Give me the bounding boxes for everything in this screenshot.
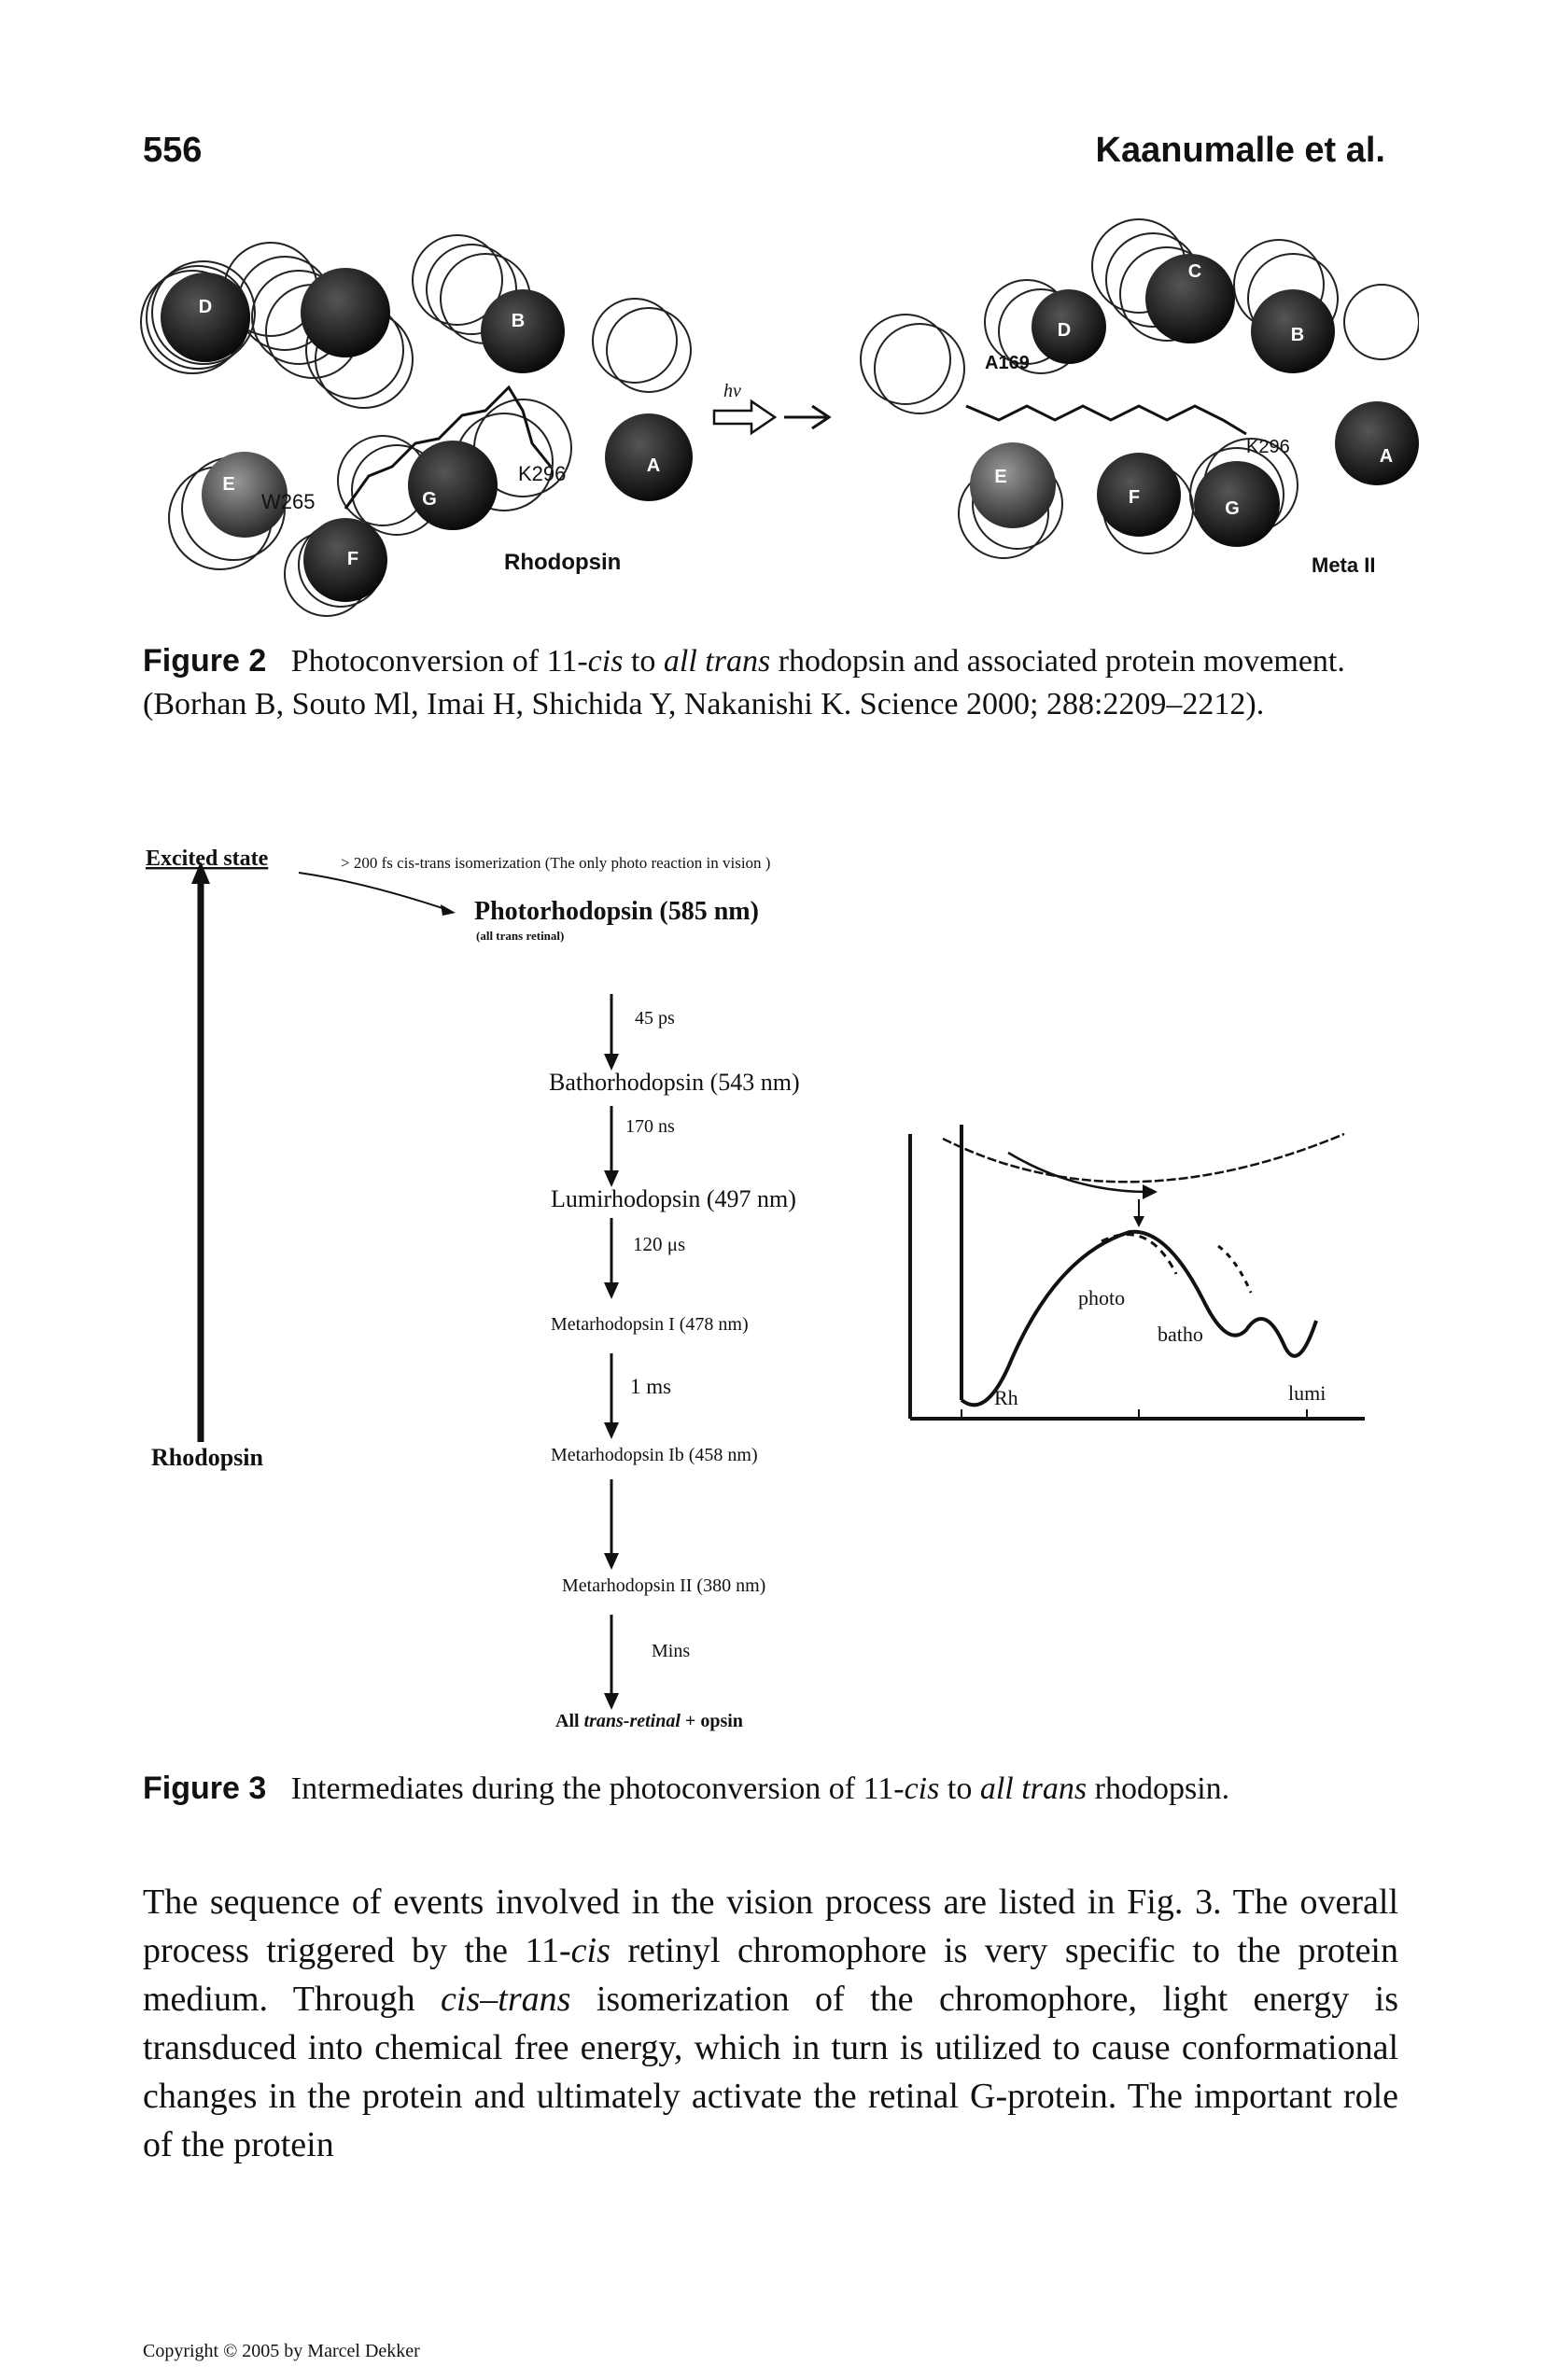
svg-text:F: F xyxy=(1129,487,1140,508)
body-text-italic: cis–trans xyxy=(441,1980,571,2019)
caption-text-italic: cis xyxy=(904,1771,940,1806)
svg-text:W265: W265 xyxy=(261,490,315,513)
right-helix-labels: D C B A E F G xyxy=(994,261,1393,519)
body-paragraph: The sequence of events involved in the v… xyxy=(143,1878,1398,2169)
left-helix-labels: D C B A E G F xyxy=(199,261,660,569)
meta-ii-state-label: Meta II xyxy=(1312,553,1375,577)
caption-text: Intermediates during the photoconversion… xyxy=(290,1771,905,1806)
body-text: isomerization of the chromophore, light … xyxy=(143,1980,1398,2164)
svg-text:F: F xyxy=(347,549,358,569)
rhodopsin-label: Rhodopsin xyxy=(151,1444,263,1471)
cascade: 45 ps Bathorhodopsin (543 nm) 170 ns Lum… xyxy=(549,994,800,1731)
step-product: Metarhodopsin Ib (458 nm) xyxy=(551,1445,758,1465)
left-helices xyxy=(161,268,693,602)
caption-text-italic: cis xyxy=(587,644,624,679)
energy-label: lumi xyxy=(1288,1381,1326,1405)
final-product: All trans-retinal + opsin xyxy=(555,1711,743,1731)
svg-text:D: D xyxy=(199,297,212,317)
left-chromophore xyxy=(344,385,553,510)
step-time: 170 ns xyxy=(625,1116,675,1137)
right-helices xyxy=(970,254,1419,547)
rhodopsin-state-label: Rhodopsin xyxy=(504,550,621,575)
figure-3-caption: Figure 3 Intermediates during the photoc… xyxy=(143,1767,1398,1811)
body-text: retinyl chromophore is very specific to … xyxy=(143,1931,1398,2019)
step-product: Lumirhodopsin (497 nm) xyxy=(551,1185,796,1212)
svg-text:E: E xyxy=(222,474,234,495)
figure-2-illustration: D C B A E G F K296 W265 Rhodopsin hν xyxy=(140,218,1419,617)
energy-label: Rh xyxy=(994,1386,1018,1409)
energy-diagram: photo batho Rh lumi xyxy=(908,1125,1365,1421)
running-head: Kaanumalle et al. xyxy=(1095,131,1385,170)
body-text: The sequence of events involved in the v… xyxy=(143,1883,1398,1970)
figure-3-diagram: Excited state Rhodopsin > 200 fs cis-tra… xyxy=(146,847,1365,1731)
final-time: Mins xyxy=(652,1641,690,1661)
photoconversion-arrow: hν xyxy=(712,381,832,436)
figure-2-label: Figure 2 xyxy=(143,643,267,679)
svg-text:A169: A169 xyxy=(985,353,1030,373)
isomerization-note: > 200 fs cis-trans isomerization (The on… xyxy=(341,854,770,872)
svg-text:D: D xyxy=(1058,320,1071,341)
figure-2: D C B A E G F K296 W265 Rhodopsin hν xyxy=(131,210,1419,635)
svg-text:G: G xyxy=(422,489,437,510)
step-time: 120 μs xyxy=(633,1233,685,1255)
caption-text-italic: all trans xyxy=(663,644,771,679)
svg-text:B: B xyxy=(1291,325,1304,345)
svg-text:K296: K296 xyxy=(1246,437,1290,457)
caption-text: rhodopsin and associated protein movemen… xyxy=(143,644,1345,721)
svg-text:E: E xyxy=(994,467,1006,487)
hv-label: hν xyxy=(723,381,741,401)
step-product: Metarhodopsin I (478 nm) xyxy=(551,1314,749,1335)
photorhodopsin-label: Photorhodopsin (585 nm) xyxy=(474,897,759,926)
body-text-italic: cis xyxy=(570,1931,611,1970)
step-product: Bathorhodopsin (543 nm) xyxy=(549,1069,800,1096)
svg-text:A: A xyxy=(647,455,660,476)
right-residue-labels: A169 K296 xyxy=(985,353,1290,457)
energy-label: photo xyxy=(1078,1286,1125,1309)
energy-label: batho xyxy=(1158,1323,1203,1346)
svg-text:K296: K296 xyxy=(518,462,566,485)
caption-text: Photoconversion of 11- xyxy=(290,644,588,679)
svg-text:C: C xyxy=(369,261,382,282)
svg-text:B: B xyxy=(512,311,525,331)
caption-text: to xyxy=(939,1771,980,1806)
caption-text: rhodopsin. xyxy=(1087,1771,1230,1806)
photorhodopsin-sublabel: (all trans retinal) xyxy=(476,929,564,943)
excited-state-label: Excited state xyxy=(146,847,269,871)
svg-text:G: G xyxy=(1225,498,1240,519)
figure-3: Excited state Rhodopsin > 200 fs cis-tra… xyxy=(140,845,1410,1741)
figure-3-label: Figure 3 xyxy=(143,1771,267,1806)
step-product: Metarhodopsin II (380 nm) xyxy=(562,1575,765,1596)
step-time: 45 ps xyxy=(635,1008,675,1029)
isomerization-arrow xyxy=(298,872,449,911)
page-number: 556 xyxy=(143,131,203,170)
caption-text-italic: all trans xyxy=(979,1771,1088,1806)
svg-text:C: C xyxy=(1188,261,1201,282)
right-chromophore xyxy=(965,404,1247,436)
copyright-notice: Copyright © 2005 by Marcel Dekker xyxy=(143,2341,420,2361)
caption-text: to xyxy=(623,644,664,679)
svg-text:A: A xyxy=(1380,446,1393,467)
figure-2-caption: Figure 2 Photoconversion of 11-cis to al… xyxy=(143,639,1398,726)
step-time: 1 ms xyxy=(630,1375,671,1398)
left-residue-labels: K296 W265 xyxy=(261,462,566,513)
